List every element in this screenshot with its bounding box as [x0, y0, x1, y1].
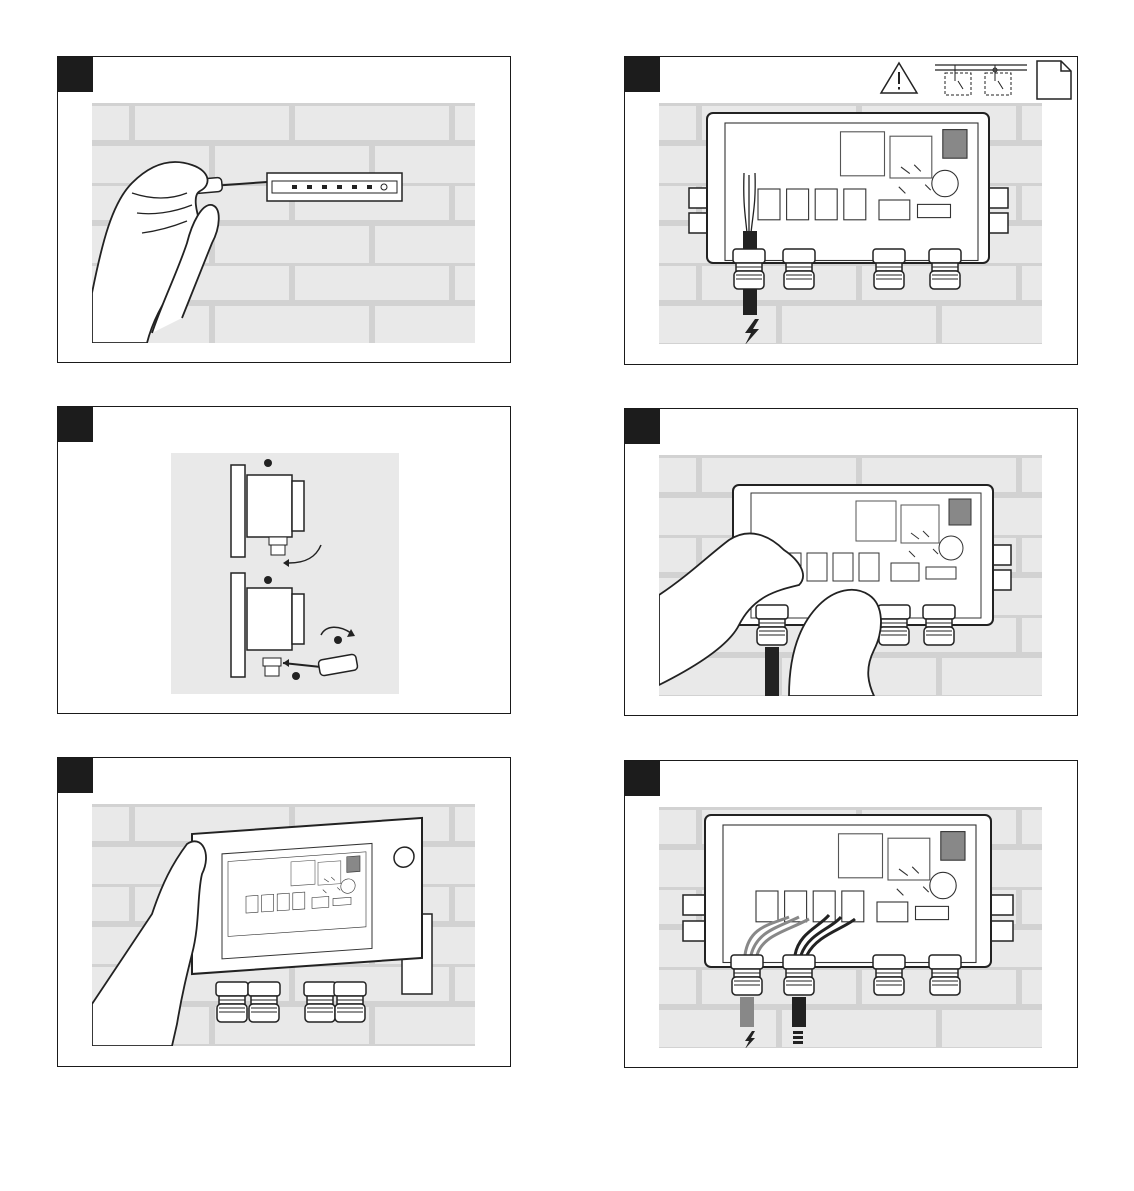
- step-panel-1: [57, 56, 511, 363]
- wiring-diagram-icon: [933, 61, 1029, 99]
- step-badge: [58, 758, 93, 793]
- step-panel-6: [624, 760, 1078, 1068]
- step-badge: [58, 57, 93, 92]
- step-panel-5: [624, 408, 1078, 716]
- illustration-din-rail-mount: [92, 103, 475, 343]
- illustration-power-cable: [659, 103, 1042, 344]
- step-badge: [625, 409, 660, 444]
- step-badge: [625, 57, 660, 92]
- step-panel-3: [57, 757, 511, 1067]
- document-icon: [1035, 59, 1073, 101]
- warning-icon: [879, 61, 919, 95]
- illustration-clip-onto-rail: [171, 453, 399, 694]
- illustration-cables-connected: [659, 807, 1042, 1048]
- step-panel-2: [57, 406, 511, 714]
- step-badge: [58, 407, 93, 442]
- sensor-icon: [793, 1031, 803, 1044]
- illustration-open-enclosure: [92, 804, 475, 1046]
- step-panel-4: [624, 56, 1078, 365]
- illustration-tighten-gland: [659, 455, 1042, 696]
- step-badge: [625, 761, 660, 796]
